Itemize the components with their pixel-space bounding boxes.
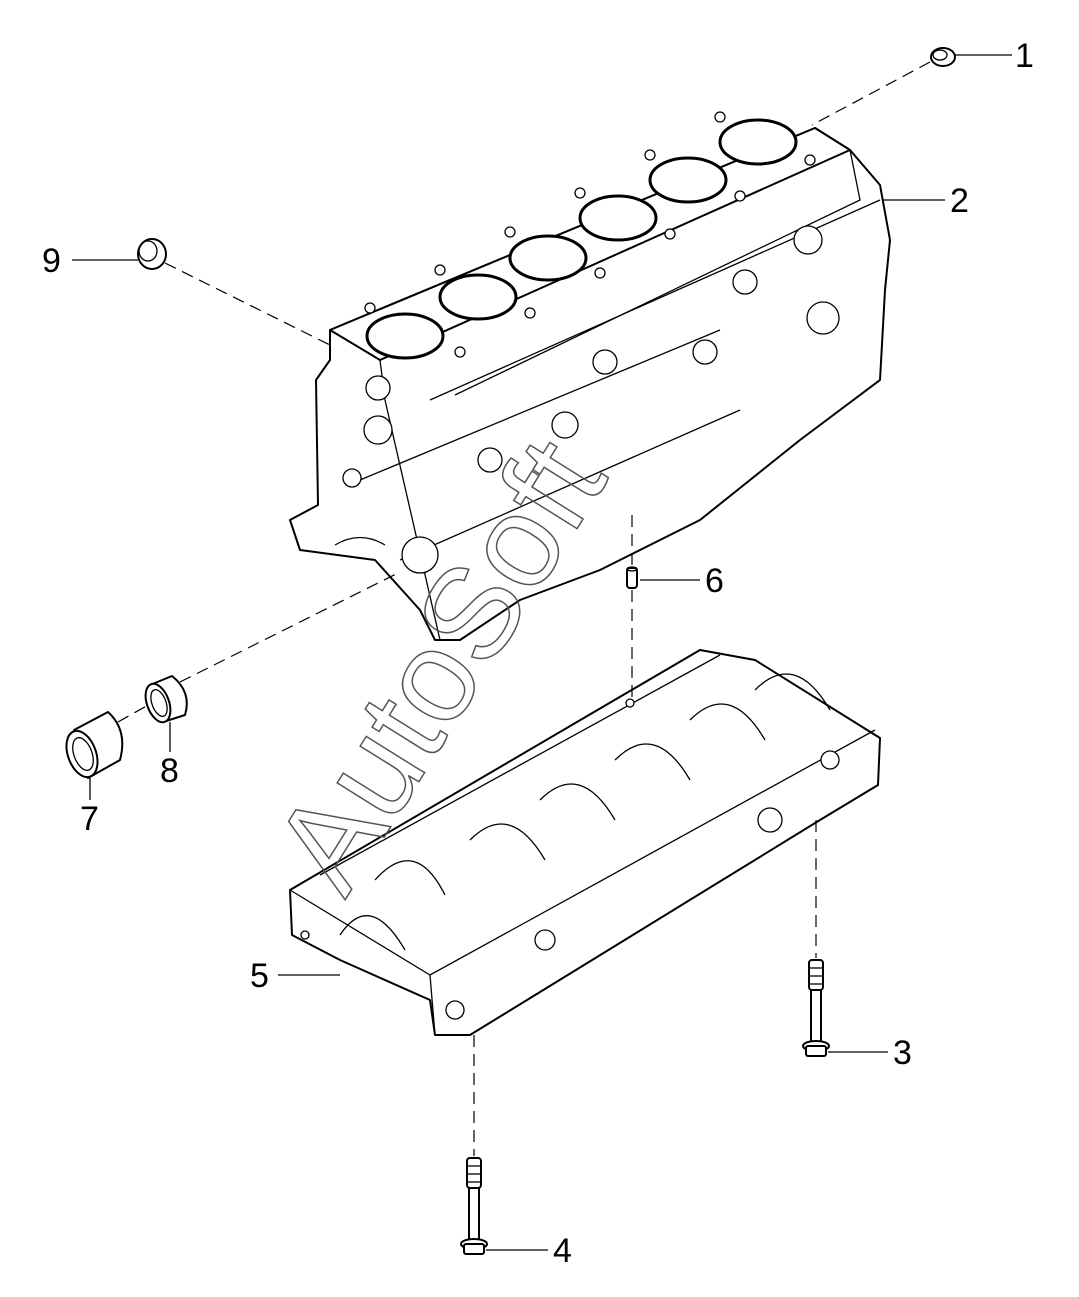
dowel-pin-part-6 [626, 566, 638, 589]
callout-5: 5 [250, 957, 269, 995]
bolt-part-4 [460, 1157, 488, 1255]
callout-4: 4 [553, 1232, 572, 1270]
bolt-part-3 [802, 959, 830, 1057]
bushing-part-7 [65, 711, 124, 779]
plug-part-9 [137, 238, 167, 270]
callout-1: 1 [1015, 37, 1034, 75]
callout-2: 2 [950, 182, 969, 220]
callout-9: 9 [42, 242, 61, 280]
callout-8: 8 [160, 752, 179, 790]
plug-part-1 [930, 47, 956, 67]
engine-block [289, 111, 891, 641]
ring-part-8 [144, 675, 188, 724]
callout-3: 3 [893, 1034, 912, 1072]
callouts: 1 2 3 4 5 6 7 8 9 [42, 37, 1034, 1270]
callout-7: 7 [80, 800, 99, 838]
leader-lines [72, 54, 1012, 1251]
callout-6: 6 [705, 562, 724, 600]
assembly-lines [117, 61, 931, 1156]
bedplate [289, 649, 881, 1036]
